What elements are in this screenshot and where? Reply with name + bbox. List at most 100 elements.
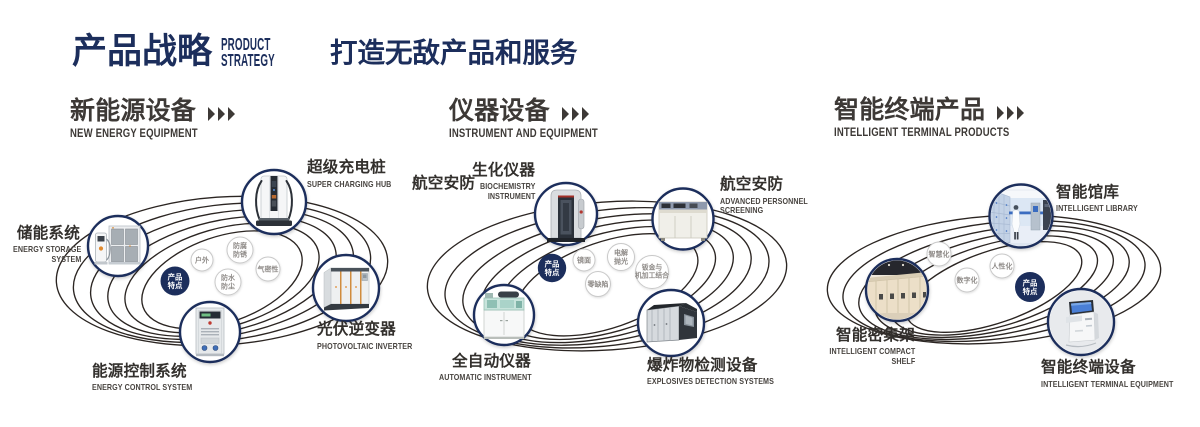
label-automatic-instrument: 全自动仪器 AUTOMATIC INSTRUMENT (439, 353, 549, 383)
feature-bubble-circle (585, 271, 611, 297)
super-charging-hub-image (255, 175, 293, 226)
slogan: 打造无敌产品和服务 (330, 37, 578, 68)
badge-text: 产品 (545, 260, 560, 269)
feature-bubble-text: 防锈 (233, 249, 248, 258)
art-detail (665, 323, 668, 325)
label-cn: 航空安防 (412, 174, 476, 192)
page-title-en-line1: PRODUCT (221, 34, 271, 54)
art-detail (1013, 205, 1019, 210)
product-features-badge-circle (160, 266, 190, 296)
node-intelligent-compact-shelf[interactable] (864, 257, 930, 323)
label-en: INTELLIGENT TERMINAL EQUIPMENT (1041, 378, 1174, 389)
label-en: AUTOMATIC INSTRUMENT (439, 372, 532, 383)
label-cn: 智能终端设备 (1041, 359, 1136, 376)
feature-bubble-text: 零缺陷 (587, 280, 609, 289)
label-en: ENERGY CONTROL SYSTEM (92, 382, 193, 393)
art-detail (201, 345, 208, 351)
node-intelligent-library[interactable] (988, 183, 1054, 254)
art-detail (112, 227, 114, 229)
badge-product-features-3: 产品 特点 (1015, 272, 1045, 302)
product-features-badge-circle (537, 253, 567, 283)
label-cn: 智能馆库 (1056, 183, 1120, 201)
feature-bubble-text: 智慧化 (929, 250, 950, 259)
label-aviation-security-left: 航空安防 (412, 174, 476, 192)
section-title-row: 仪器设备 (449, 99, 628, 124)
badge-text: 特点 (1023, 287, 1038, 296)
label-en: PHOTOVOLTAIC INVERTER (317, 340, 413, 351)
label-super-charging-hub: 超级充电桩 SUPER CHARGING HUB (307, 160, 408, 189)
label-en-line: SYSTEM (51, 253, 82, 264)
section-header-instrument: 仪器设备 INSTRUMENT AND EQUIPMENT (449, 99, 628, 141)
node-personnel-screening[interactable] (651, 187, 715, 251)
energy-storage-image (94, 225, 141, 265)
page-title-en: PRODUCT STRATEGY (221, 34, 275, 71)
art-detail (995, 216, 998, 218)
feature-bubble-circle (989, 253, 1015, 279)
node-security-gate[interactable] (533, 181, 599, 247)
art-detail (98, 246, 104, 251)
feature-bubble-circle (226, 236, 254, 264)
feature-bubble-circle (214, 268, 242, 296)
node-energy-storage[interactable] (86, 214, 150, 278)
node-energy-control[interactable] (178, 300, 242, 364)
label-cn: 智能密集架 (836, 326, 915, 344)
art-detail (995, 202, 998, 204)
art-detail (653, 324, 656, 326)
feature-bubbles-3: 智慧化 数字化 人性化 (926, 241, 1015, 293)
section3-title-en: INTELLIGENT TERMINAL PRODUCTS (834, 127, 1010, 139)
orbit-ellipse (858, 224, 1130, 341)
label-en: SUPER CHARGING HUB (307, 178, 392, 189)
label-en-line: INSTRUMENT (487, 190, 536, 201)
orbit-ellipse (842, 219, 1146, 343)
section-header-terminal: 智能终端产品 INTELLIGENT TERMINAL PRODUCTS (834, 98, 1045, 140)
orbit-ellipse (426, 200, 788, 352)
page-title-en-line2: STRATEGY (221, 50, 275, 71)
node-pv-inverter[interactable] (311, 253, 381, 323)
feature-bubble-text: 人性化 (992, 262, 1013, 271)
section1-chevrons-icon (205, 106, 236, 121)
feature-bubble-text: 防腐 (233, 241, 247, 250)
node-super-charging-hub[interactable] (240, 168, 308, 236)
art-detail (1005, 230, 1008, 232)
section-title-row: 新能源设备 (70, 99, 236, 124)
feature-bubbles-2: 镜面 电解 抛光 零缺陷 钣金与 机加工结合 (572, 243, 669, 297)
label-intelligent-library: 智能馆库 INTELLIGENT LIBRARY (1056, 183, 1153, 214)
node-intelligent-terminal[interactable] (1046, 287, 1116, 357)
label-en-line: INTELLIGENT COMPACT (829, 346, 915, 357)
label-cn: 储能系统 (16, 224, 80, 242)
label-en-line: ADVANCED PERSONNEL (720, 195, 808, 206)
explosives-detection-image (646, 303, 697, 343)
security-gate-image (547, 189, 585, 242)
art-detail (1005, 204, 1008, 206)
feature-bubble-circle (607, 243, 635, 271)
node-explosives-detection[interactable] (636, 288, 706, 358)
feature-outdoor: 户外 (195, 256, 209, 265)
section2-title-en: INSTRUMENT AND EQUIPMENT (449, 128, 598, 140)
feature-bubble-text: 镜面 (577, 256, 591, 265)
feature-bubbles-1: 户外 防腐 防锈 防水 防尘 气密性 (190, 236, 281, 296)
art-detail (355, 286, 357, 288)
art-detail (901, 263, 905, 267)
label-pv-inverter: 光伏逆变器 PHOTOVOLTAIC INVERTER (317, 322, 431, 351)
art-detail (335, 286, 337, 288)
feature-bubble-circle (255, 256, 281, 282)
art-detail (212, 345, 219, 351)
feature-airtight: 气密性 (257, 265, 279, 274)
label-en: EXPLOSIVES DETECTION SYSTEMS (647, 376, 774, 387)
page-title: 产品战略 (72, 32, 213, 71)
badge-product-features-2: 产品 特点 (537, 253, 567, 283)
badge1-line2: 特点 (168, 281, 183, 290)
section1-title-en: NEW ENERGY EQUIPMENT (70, 128, 198, 140)
node-automatic-instrument[interactable] (472, 283, 536, 347)
section-title-row: 智能终端产品 (834, 98, 1045, 123)
art-detail (887, 263, 891, 267)
